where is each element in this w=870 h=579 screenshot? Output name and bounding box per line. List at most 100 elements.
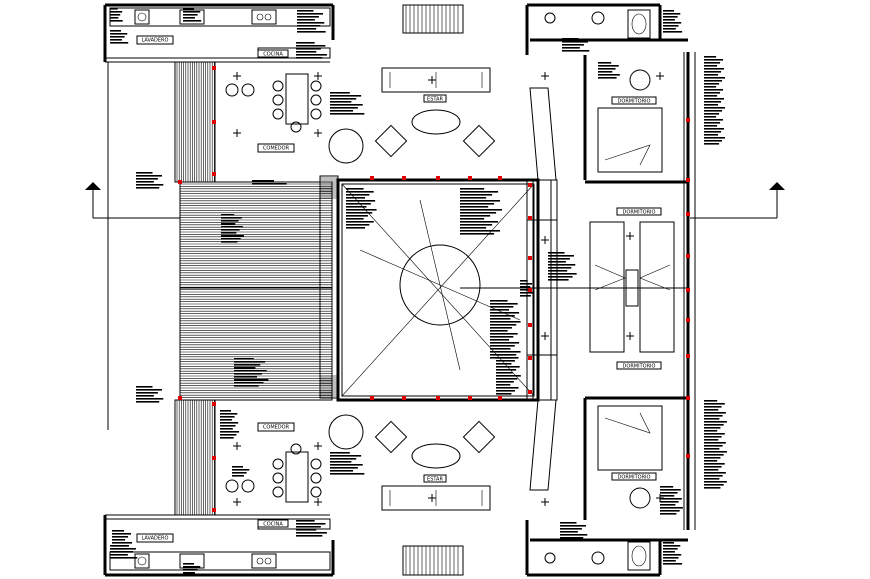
coffee-table-bottom	[411, 443, 461, 469]
section-marker-right	[690, 182, 785, 219]
annotation-text	[548, 261, 566, 263]
annotation-text	[110, 557, 138, 559]
annotation-text	[548, 273, 577, 275]
annotation-text	[220, 422, 239, 424]
annotation-text	[252, 183, 287, 185]
annotation-text	[221, 235, 244, 237]
annotation-text	[296, 54, 327, 56]
annotation-text	[460, 230, 501, 232]
deck-area	[179, 181, 333, 401]
annotation-text	[660, 486, 674, 488]
stairs	[319, 4, 464, 576]
annotation-text	[460, 197, 487, 199]
column-marker	[528, 183, 532, 187]
column-marker	[686, 118, 690, 122]
annotation-text	[704, 424, 724, 426]
column-marker	[436, 396, 440, 400]
annotation-text	[660, 495, 675, 497]
annotation-text	[560, 531, 578, 533]
annotation-text	[490, 327, 512, 329]
annotation-text	[704, 71, 722, 73]
annotation-text	[296, 535, 323, 537]
annotation-text	[490, 321, 521, 323]
annotation-text	[136, 175, 162, 177]
label-dormitorio-3: DORMITORIO	[623, 364, 656, 370]
annotation-text	[704, 415, 723, 417]
annotation-text	[346, 197, 366, 199]
annotation-text	[330, 464, 363, 466]
annotation-text	[112, 530, 125, 532]
annotation-text	[346, 227, 366, 229]
annotation-text	[112, 533, 132, 535]
annotation-text	[221, 223, 236, 225]
light-fixture-marks	[233, 72, 664, 506]
label-comedor-top: COMEDOR	[263, 146, 290, 152]
annotation-text	[136, 401, 160, 403]
annotation-text	[112, 542, 133, 544]
annotation-text	[496, 375, 521, 377]
annotation-text	[296, 57, 323, 59]
column-markers	[178, 66, 690, 512]
annotation-text	[704, 143, 720, 145]
annotation-text	[663, 542, 674, 544]
annotation-text	[490, 324, 517, 326]
annotation-text	[704, 469, 719, 471]
annotation-text	[110, 42, 129, 44]
annotation-text	[460, 233, 495, 235]
label-cocina-bottom: COCINA	[263, 522, 283, 528]
annotation-text	[660, 513, 677, 515]
annotation-text	[234, 370, 267, 372]
annotation-text	[330, 113, 365, 115]
exterior-walls	[103, 3, 696, 577]
annotation-text	[660, 510, 680, 512]
annotation-text	[663, 22, 682, 24]
annotation-text	[520, 292, 533, 294]
annotation-text	[330, 473, 365, 475]
annotation-text	[136, 181, 154, 183]
label-lavadero-bottom: LAVADERO	[142, 536, 169, 542]
annotation-text	[560, 537, 584, 539]
annotation-text	[704, 460, 718, 462]
annotation-text	[346, 191, 374, 193]
annotation-text	[663, 28, 676, 30]
annotation-text	[183, 566, 201, 568]
annotation-text	[136, 386, 153, 388]
room-labels: LAVADERO COCINA COMEDOR ESTAR DORMITORIO…	[136, 35, 662, 543]
kitchen-top	[109, 7, 331, 59]
annotation-text	[663, 16, 678, 18]
annotation-text	[346, 221, 374, 223]
terrace-strip-top	[174, 61, 216, 183]
annotation-text	[460, 209, 503, 211]
terrace-strip-bottom	[174, 399, 216, 516]
annotation-text	[296, 42, 315, 44]
annotation-text	[234, 358, 254, 360]
annotation-text	[330, 452, 350, 454]
annotation-text	[704, 77, 726, 79]
annotation-text	[663, 31, 683, 33]
annotation-text	[232, 469, 250, 471]
column-marker	[212, 172, 216, 176]
annotation-text	[663, 10, 674, 12]
ramp-left	[319, 175, 339, 399]
annotation-text	[221, 217, 242, 219]
annotation-text	[490, 345, 515, 347]
annotation-text	[220, 413, 238, 415]
column-marker	[212, 402, 216, 406]
annotation-text	[496, 369, 517, 371]
column-marker	[178, 396, 182, 400]
annotation-text	[704, 62, 721, 64]
annotation-text	[296, 51, 317, 53]
column-marker	[686, 396, 690, 400]
column-marker	[436, 176, 440, 180]
annotation-text	[704, 439, 719, 441]
annotation-text	[496, 378, 518, 380]
annotation-text	[220, 416, 235, 418]
column-marker	[212, 456, 216, 460]
column-marker	[686, 454, 690, 458]
column-marker	[498, 176, 502, 180]
annotation-text	[496, 357, 519, 359]
annotation-text	[560, 522, 577, 524]
annotation-text	[704, 451, 727, 453]
label-comedor-bottom: COMEDOR	[263, 425, 290, 431]
